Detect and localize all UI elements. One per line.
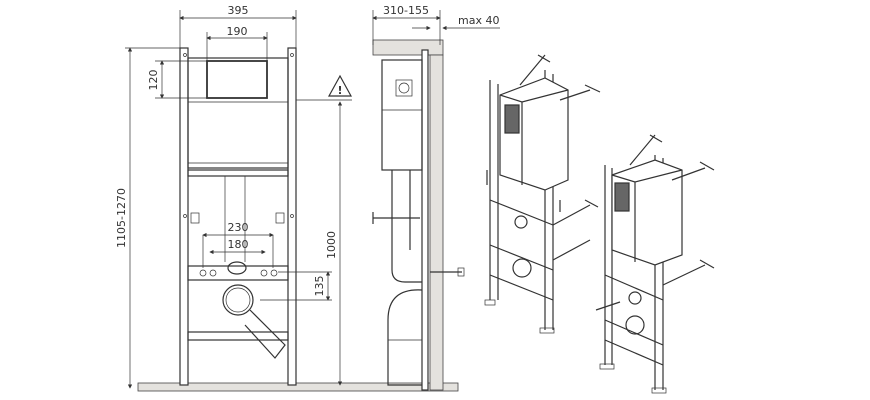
isometric-view-2 xyxy=(595,134,715,394)
actuator-height-label: 1000 xyxy=(325,231,338,259)
right-post xyxy=(287,47,297,386)
width-label: 395 xyxy=(228,4,249,17)
wall-thickness-label: max 40 xyxy=(458,14,499,27)
outlet-offset-label: 135 xyxy=(313,276,326,297)
flush-plate-height-label: 120 xyxy=(147,70,160,91)
warning-icon xyxy=(327,74,353,97)
cistern xyxy=(187,57,289,169)
flush-plate-width-label: 190 xyxy=(227,25,248,38)
ceiling-slab xyxy=(372,39,444,56)
wall xyxy=(429,54,444,391)
bolt-spacing-outer-label: 230 xyxy=(228,221,249,234)
depth-range-label: 310-155 xyxy=(383,4,429,17)
cistern-side xyxy=(381,59,423,171)
isometric-view-1 xyxy=(484,54,601,334)
height-range-label: 1105-1270 xyxy=(115,188,128,248)
bolt-spacing-inner-label: 180 xyxy=(228,238,249,251)
side-view: 310-155 max 40 xyxy=(372,4,500,391)
floor xyxy=(137,382,459,392)
front-view: 395 190 120 1105-1270 230 180 135 1000 ! xyxy=(115,4,459,392)
left-post xyxy=(179,47,189,386)
svg-text:!: ! xyxy=(337,84,342,97)
flush-plate xyxy=(206,60,268,99)
